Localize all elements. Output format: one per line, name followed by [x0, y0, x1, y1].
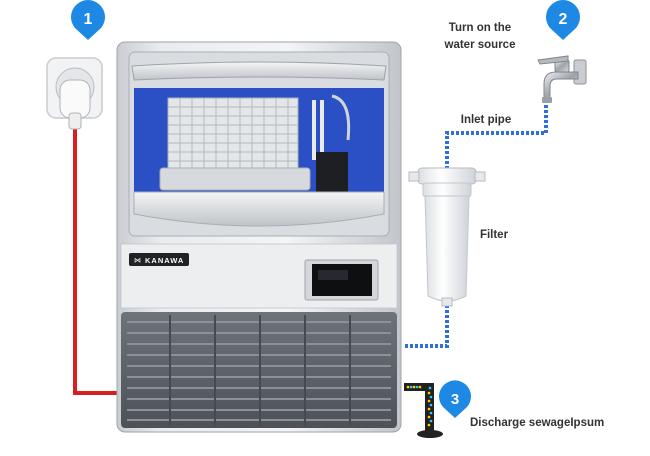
filter-label: Filter — [480, 229, 509, 241]
step-2-label-line-2: water source — [444, 39, 516, 51]
map-pin-icon — [546, 0, 580, 40]
inlet-pipe-line — [445, 105, 548, 170]
step-3-pin: 3 — [439, 380, 471, 418]
power-cable — [73, 128, 125, 395]
ice-machine: ⋈ KANAWA — [116, 41, 402, 433]
step-1-number: 1 — [84, 11, 93, 28]
outlet-pipe-line — [403, 305, 449, 348]
drain-icon — [404, 383, 443, 438]
step-3-label: Discharge sewageIpsum — [470, 417, 604, 429]
inlet-pipe-label: Inlet pipe — [461, 114, 511, 126]
evaporator-grid — [159, 97, 311, 191]
map-pin-icon — [71, 0, 105, 41]
brand-name: KANAWA — [145, 256, 184, 265]
control-panel — [304, 259, 379, 301]
step-2-label-line-1: Turn on the — [449, 22, 511, 34]
step-3-number: 3 — [451, 391, 459, 408]
power-socket-icon — [46, 57, 103, 130]
step-1-pin: 1 — [71, 0, 105, 41]
step-2-pin: 2 — [546, 0, 580, 40]
brand-badge — [129, 253, 189, 266]
water-filter-icon — [408, 167, 486, 307]
water-tap-icon — [537, 55, 587, 103]
map-pin-icon — [439, 380, 471, 418]
step-2-number: 2 — [559, 11, 568, 28]
brand-logo-mark: ⋈ — [134, 258, 141, 265]
